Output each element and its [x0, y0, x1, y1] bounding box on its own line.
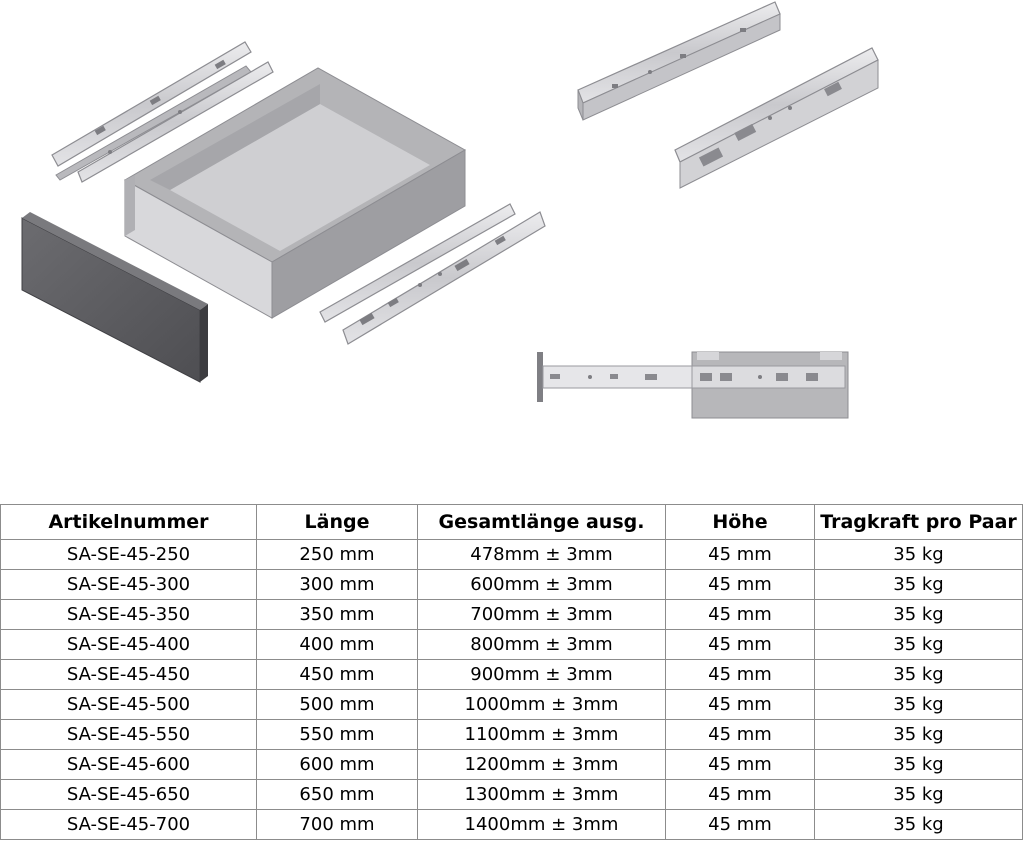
slide-extended-side-view	[537, 351, 849, 419]
cell-artikelnummer: SA-SE-45-300	[0, 569, 257, 600]
cell-laenge: 300 mm	[256, 569, 418, 600]
cell-gesamtlaenge: 478mm ± 3mm	[417, 539, 666, 570]
cell-artikelnummer: SA-SE-45-500	[0, 689, 257, 720]
table-row: SA-SE-45-300 300 mm 600mm ± 3mm 45 mm 35…	[0, 569, 1023, 600]
cell-hoehe: 45 mm	[665, 569, 815, 600]
cell-laenge: 600 mm	[256, 749, 418, 780]
table-row: SA-SE-45-650 650 mm 1300mm ± 3mm 45 mm 3…	[0, 779, 1023, 810]
cell-gesamtlaenge: 600mm ± 3mm	[417, 569, 666, 600]
cell-artikelnummer: SA-SE-45-400	[0, 629, 257, 660]
cell-hoehe: 45 mm	[665, 779, 815, 810]
cell-hoehe: 45 mm	[665, 659, 815, 690]
cell-laenge: 350 mm	[256, 599, 418, 630]
header-artikelnummer: Artikelnummer	[0, 504, 257, 540]
drawer-box-exploded-view	[21, 41, 546, 383]
cell-tragkraft: 35 kg	[814, 569, 1023, 600]
header-laenge: Länge	[256, 504, 418, 540]
cell-gesamtlaenge: 1400mm ± 3mm	[417, 809, 666, 840]
cell-gesamtlaenge: 1000mm ± 3mm	[417, 689, 666, 720]
cell-laenge: 400 mm	[256, 629, 418, 660]
table-row: SA-SE-45-450 450 mm 900mm ± 3mm 45 mm 35…	[0, 659, 1023, 690]
cell-tragkraft: 35 kg	[814, 749, 1023, 780]
cell-artikelnummer: SA-SE-45-550	[0, 719, 257, 750]
cell-tragkraft: 35 kg	[814, 539, 1023, 570]
cell-gesamtlaenge: 1300mm ± 3mm	[417, 779, 666, 810]
cell-gesamtlaenge: 1200mm ± 3mm	[417, 749, 666, 780]
cell-hoehe: 45 mm	[665, 749, 815, 780]
cell-hoehe: 45 mm	[665, 539, 815, 570]
cell-hoehe: 45 mm	[665, 809, 815, 840]
cell-artikelnummer: SA-SE-45-650	[0, 779, 257, 810]
table-row: SA-SE-45-500 500 mm 1000mm ± 3mm 45 mm 3…	[0, 689, 1023, 720]
slide-pair-detail	[577, 1, 879, 189]
cell-tragkraft: 35 kg	[814, 719, 1023, 750]
cell-laenge: 550 mm	[256, 719, 418, 750]
right-slide-pair	[319, 203, 546, 345]
cell-laenge: 500 mm	[256, 689, 418, 720]
table-row: SA-SE-45-700 700 mm 1400mm ± 3mm 45 mm 3…	[0, 809, 1023, 840]
cell-artikelnummer: SA-SE-45-600	[0, 749, 257, 780]
cell-artikelnummer: SA-SE-45-700	[0, 809, 257, 840]
cell-hoehe: 45 mm	[665, 719, 815, 750]
spec-table: Artikelnummer Länge Gesamtlänge ausg. Hö…	[0, 504, 1023, 840]
table-row: SA-SE-45-350 350 mm 700mm ± 3mm 45 mm 35…	[0, 599, 1023, 630]
cell-tragkraft: 35 kg	[814, 779, 1023, 810]
cell-artikelnummer: SA-SE-45-350	[0, 599, 257, 630]
cell-artikelnummer: SA-SE-45-250	[0, 539, 257, 570]
cell-gesamtlaenge: 700mm ± 3mm	[417, 599, 666, 630]
slide-rail-open	[674, 47, 879, 189]
header-gesamtlaenge: Gesamtlänge ausg.	[417, 504, 666, 540]
cell-tragkraft: 35 kg	[814, 689, 1023, 720]
header-tragkraft: Tragkraft pro Paar	[814, 504, 1023, 540]
cell-laenge: 650 mm	[256, 779, 418, 810]
table-row: SA-SE-45-250 250 mm 478mm ± 3mm 45 mm 35…	[0, 539, 1023, 570]
cell-artikelnummer: SA-SE-45-450	[0, 659, 257, 690]
table-row: SA-SE-45-400 400 mm 800mm ± 3mm 45 mm 35…	[0, 629, 1023, 660]
table-row: SA-SE-45-550 550 mm 1100mm ± 3mm 45 mm 3…	[0, 719, 1023, 750]
cell-tragkraft: 35 kg	[814, 629, 1023, 660]
drawer-front-panel	[21, 212, 208, 383]
table-header-row: Artikelnummer Länge Gesamtlänge ausg. Hö…	[0, 504, 1023, 540]
cell-hoehe: 45 mm	[665, 689, 815, 720]
cell-tragkraft: 35 kg	[814, 809, 1023, 840]
table-row: SA-SE-45-600 600 mm 1200mm ± 3mm 45 mm 3…	[0, 749, 1023, 780]
left-slide-pair	[51, 41, 274, 183]
cell-tragkraft: 35 kg	[814, 659, 1023, 690]
cell-laenge: 250 mm	[256, 539, 418, 570]
cell-laenge: 450 mm	[256, 659, 418, 690]
cell-laenge: 700 mm	[256, 809, 418, 840]
slide-rail-closed	[577, 1, 781, 121]
cell-gesamtlaenge: 1100mm ± 3mm	[417, 719, 666, 750]
cell-tragkraft: 35 kg	[814, 599, 1023, 630]
cell-gesamtlaenge: 900mm ± 3mm	[417, 659, 666, 690]
header-hoehe: Höhe	[665, 504, 815, 540]
cell-gesamtlaenge: 800mm ± 3mm	[417, 629, 666, 660]
product-illustrations	[21, 1, 879, 419]
cell-hoehe: 45 mm	[665, 599, 815, 630]
drawer-box	[123, 67, 467, 319]
cell-hoehe: 45 mm	[665, 629, 815, 660]
